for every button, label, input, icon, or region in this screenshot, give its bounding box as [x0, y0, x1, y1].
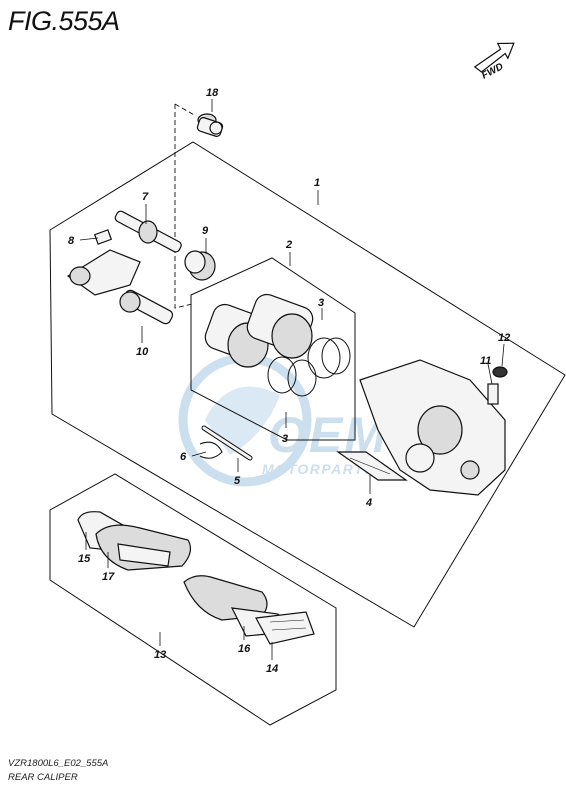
figure-caption: REAR CALIPER	[8, 772, 78, 783]
callout-2: 2	[285, 239, 292, 251]
brake-pad-set-outline	[49, 473, 337, 726]
caliper-pistons	[204, 293, 314, 368]
bolt-dashed-leader-top	[174, 103, 197, 117]
slide-pin	[114, 210, 182, 253]
bleeder-valve	[487, 383, 499, 405]
bolt-dashed-leader	[174, 104, 193, 309]
watermark-subtitle: MOTORPARTS	[262, 461, 375, 477]
figure-title: FIG.555A	[8, 6, 120, 36]
callout-12: 12	[498, 332, 510, 344]
callout-13: 13	[154, 649, 166, 661]
callout-17: 17	[102, 571, 115, 583]
callout-14: 14	[266, 663, 278, 675]
pin-clip	[199, 441, 223, 459]
callout-10: 10	[136, 346, 149, 358]
callout-4: 4	[365, 497, 372, 509]
callout-7: 7	[142, 191, 149, 203]
brake-pad-shim-14	[255, 611, 315, 645]
figure-code: VZR1800L6_E02_555A	[8, 758, 109, 769]
leader-lines	[79, 99, 505, 660]
piston-seals	[267, 337, 351, 397]
pad-spring	[66, 229, 141, 296]
bleeder-cap	[492, 366, 508, 378]
pad-pin	[201, 425, 253, 461]
callout-5: 5	[234, 475, 241, 487]
callout-3-upper: 3	[318, 297, 324, 309]
callout-15: 15	[78, 553, 91, 565]
caliper-body	[359, 359, 506, 496]
callout-9: 9	[202, 225, 209, 237]
callout-3-lower: 3	[282, 433, 288, 445]
callout-6: 6	[180, 451, 187, 463]
callout-11: 11	[480, 355, 491, 367]
caliper-bolt	[196, 113, 224, 137]
brake-pad-17	[95, 524, 192, 571]
callout-16: 16	[238, 643, 251, 655]
pad-retainer-plate	[336, 451, 408, 481]
callout-8: 8	[68, 235, 75, 247]
slide-pin-lower	[119, 289, 174, 325]
callout-labels: 1 2 3 3 4 5 6 7 8 9 10 11 12 13 14 15 16…	[68, 87, 510, 675]
callout-18: 18	[206, 87, 219, 99]
fwd-arrow: FWD	[473, 42, 515, 82]
caliper-assembly-outline	[49, 141, 566, 628]
piston-seal-kit-outline	[190, 257, 356, 441]
callout-1: 1	[314, 177, 320, 189]
pin-boot	[184, 250, 216, 281]
